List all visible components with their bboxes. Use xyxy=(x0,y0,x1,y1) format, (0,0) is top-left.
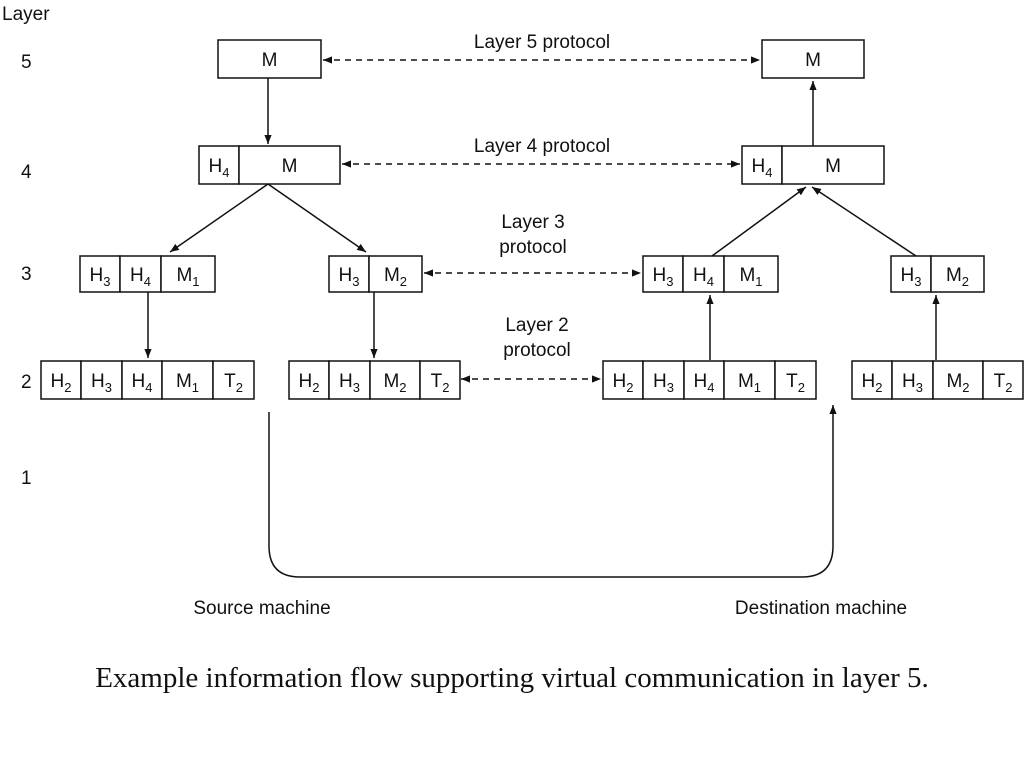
packet-cell-label: H2 xyxy=(862,371,883,395)
protocol-label-layer3: protocol xyxy=(499,237,567,258)
layer-axis-title: Layer xyxy=(2,4,50,25)
packet-cell-label: T2 xyxy=(994,371,1013,395)
packet-cell xyxy=(723,360,776,400)
packet-cell-label: M xyxy=(825,156,841,177)
packet-cell-label: H3 xyxy=(339,371,360,395)
packet-cell-label: H2 xyxy=(51,371,72,395)
packet-cell xyxy=(774,360,817,400)
arrow-dst-l3b-to-l4 xyxy=(811,186,917,257)
packet-cell xyxy=(741,145,783,185)
packet-cell-label: M2 xyxy=(384,265,407,289)
packet-cell-label: T2 xyxy=(786,371,805,395)
packet-src-l2a: H2 H3 H4 M1 T2 xyxy=(40,360,255,400)
packet-cell-label: M1 xyxy=(739,265,762,289)
destination-machine-label: Destination machine xyxy=(735,598,907,619)
packet-src-l3a: H3 H4 M1 xyxy=(79,255,216,293)
packet-dst-l5: M xyxy=(761,39,865,79)
layer-number-3: 3 xyxy=(21,264,32,285)
packet-cell-label: H3 xyxy=(902,371,923,395)
packet-cell-label: M xyxy=(805,50,821,71)
protocol-lines xyxy=(323,56,760,383)
source-machine-label: Source machine xyxy=(193,598,330,619)
layer-number-1: 1 xyxy=(21,468,32,489)
packet-dst-l2b: H2 H3 M2 T2 xyxy=(851,360,1024,400)
packet-cell-label: M xyxy=(282,156,298,177)
packet-cell xyxy=(217,39,322,79)
packet-src-l2b: H2 H3 M2 T2 xyxy=(288,360,461,400)
packet-cell-label: H2 xyxy=(299,371,320,395)
packet-cell xyxy=(781,145,885,185)
packet-cell-label: H4 xyxy=(130,265,151,289)
packet-cell-label: T2 xyxy=(431,371,450,395)
arrow-src-l4-to-l3a xyxy=(169,183,269,253)
packet-cell xyxy=(683,360,725,400)
packet-cell-label: H2 xyxy=(613,371,634,395)
packet-dst-l3a: H3 H4 M1 xyxy=(642,255,779,293)
packet-cell xyxy=(930,255,985,293)
packet-src-l4: H4 M xyxy=(198,145,341,185)
packet-cell-label: H3 xyxy=(339,265,360,289)
packet-cell-label: H3 xyxy=(91,371,112,395)
packet-dst-l2a: H2 H3 H4 M1 T2 xyxy=(602,360,817,400)
packet-cell xyxy=(288,360,330,400)
packet-cell-label: M1 xyxy=(176,371,199,395)
packet-dst-l4: H4 M xyxy=(741,145,885,185)
packet-cell xyxy=(161,360,214,400)
figure-caption: Example information flow supporting virt… xyxy=(95,662,929,694)
protocol-label-layer5: Layer 5 protocol xyxy=(474,32,610,53)
packet-cell-label: M xyxy=(262,50,278,71)
packet-dst-l3b: H3 M2 xyxy=(890,255,985,293)
packet-cell xyxy=(982,360,1024,400)
packet-cell-label: H4 xyxy=(132,371,153,395)
packet-cell-label: M2 xyxy=(383,371,406,395)
protocol-label-layer2: protocol xyxy=(503,340,571,361)
layer-number-2: 2 xyxy=(21,372,32,393)
packet-cell xyxy=(121,360,163,400)
packet-src-l5: M xyxy=(217,39,322,79)
arrow-src-l4-to-l3b xyxy=(267,183,367,253)
packet-cell xyxy=(160,255,216,293)
packet-cell-label: H3 xyxy=(901,265,922,289)
packet-cell xyxy=(723,255,779,293)
layer-axis: Layer 5 4 3 2 1 xyxy=(2,4,50,489)
packet-cell-label: M1 xyxy=(176,265,199,289)
packet-cell xyxy=(419,360,461,400)
packet-cell xyxy=(328,360,371,400)
packet-cell xyxy=(642,255,684,293)
packet-cell xyxy=(79,255,121,293)
packet-cell xyxy=(212,360,255,400)
packet-cell xyxy=(198,145,240,185)
protocol-label-layer4: Layer 4 protocol xyxy=(474,136,610,157)
packet-cell-label: H4 xyxy=(209,156,230,180)
flow-arrows xyxy=(144,78,940,578)
packet-cell-label: M2 xyxy=(946,371,969,395)
packet-src-l3b: H3 M2 xyxy=(328,255,423,293)
packet-cell xyxy=(328,255,370,293)
packet-cell-label: H4 xyxy=(693,265,714,289)
packet-cell-label: M1 xyxy=(738,371,761,395)
packet-cell xyxy=(238,145,341,185)
packet-cell xyxy=(368,255,423,293)
packet-cell-label: M2 xyxy=(946,265,969,289)
packet-cell xyxy=(761,39,865,79)
packet-cell-label: H3 xyxy=(653,371,674,395)
packet-cell-label: T2 xyxy=(224,371,243,395)
packet-cell-label: H4 xyxy=(694,371,715,395)
protocol-label-layer2: Layer 2 xyxy=(505,315,568,336)
packet-cell-label: H3 xyxy=(653,265,674,289)
layer-number-4: 4 xyxy=(21,162,32,183)
physical-medium-path xyxy=(268,405,837,578)
packet-cell xyxy=(932,360,984,400)
protocol-label-layer3: Layer 3 xyxy=(501,212,564,233)
machine-labels: Source machine Destination machine xyxy=(193,598,907,619)
packet-cell xyxy=(642,360,685,400)
packet-cell-label: H4 xyxy=(752,156,773,180)
arrow-dst-l3a-to-l4 xyxy=(711,186,807,257)
packet-cell-label: H3 xyxy=(90,265,111,289)
layer-number-5: 5 xyxy=(21,52,32,73)
